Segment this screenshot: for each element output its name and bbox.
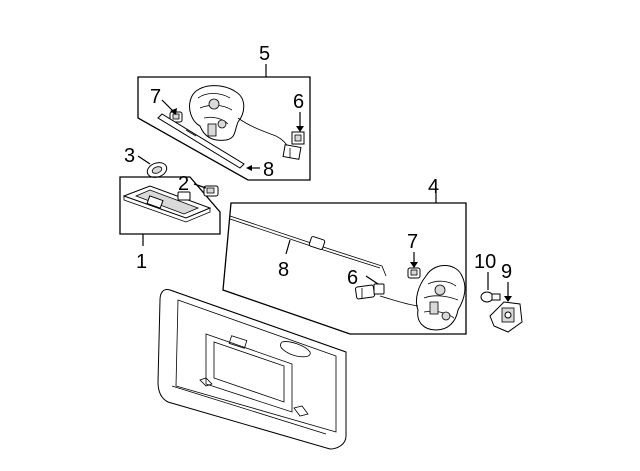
callout-3: 3: [124, 145, 135, 167]
leader-3: [137, 155, 151, 165]
callout-8-lower: 8: [278, 259, 289, 281]
callout-7-upper: 7: [150, 86, 161, 108]
callout-6-lower: 6: [347, 267, 358, 289]
group-1-box: [119, 176, 221, 246]
clip-6-upper: [291, 131, 305, 145]
connector-6-upper: [282, 144, 302, 160]
callout-5: 5: [259, 43, 270, 65]
callout-4: 4: [428, 176, 439, 198]
arrowhead-8-upper: [246, 165, 252, 171]
group-5-box: [137, 64, 311, 181]
arrowhead-7-upper: [170, 108, 177, 115]
callout-1: 1: [136, 251, 147, 273]
callout-10: 10: [474, 251, 496, 273]
rod-8-upper: [157, 113, 245, 169]
wire-harness-lower: [379, 295, 419, 307]
part-10-bolt: [480, 291, 501, 303]
callout-6-upper: 6: [293, 91, 304, 113]
leader-2: [193, 183, 207, 189]
callout-9: 9: [501, 261, 512, 283]
wire-harness-upper: [237, 117, 291, 151]
latch-actuator-lower: [415, 265, 466, 331]
clip-7-lower: [407, 267, 421, 279]
latch-actuator-upper: [189, 85, 245, 141]
part-2-clip-b: [203, 185, 219, 197]
connector-6-lower: [355, 283, 385, 300]
part-2-clip-a: [177, 191, 191, 201]
arrowhead-6-upper: [296, 126, 304, 132]
group-4-box: [222, 193, 467, 335]
arrowhead-7-lower: [410, 262, 418, 268]
callout-2: 2: [178, 173, 189, 195]
part-9-striker: [489, 301, 523, 333]
leader-7-upper: [161, 99, 175, 113]
part-3-cap: [146, 162, 168, 178]
arrowhead-9: [504, 296, 512, 302]
leader-8-lower: [285, 239, 291, 255]
callout-7-lower: 7: [407, 231, 418, 253]
tailgate-panel: [157, 289, 347, 450]
handle-assembly: [122, 185, 212, 223]
rod-8-lower: [229, 215, 387, 277]
callout-8-upper: 8: [263, 159, 274, 181]
leader-6-lower: [365, 275, 379, 285]
